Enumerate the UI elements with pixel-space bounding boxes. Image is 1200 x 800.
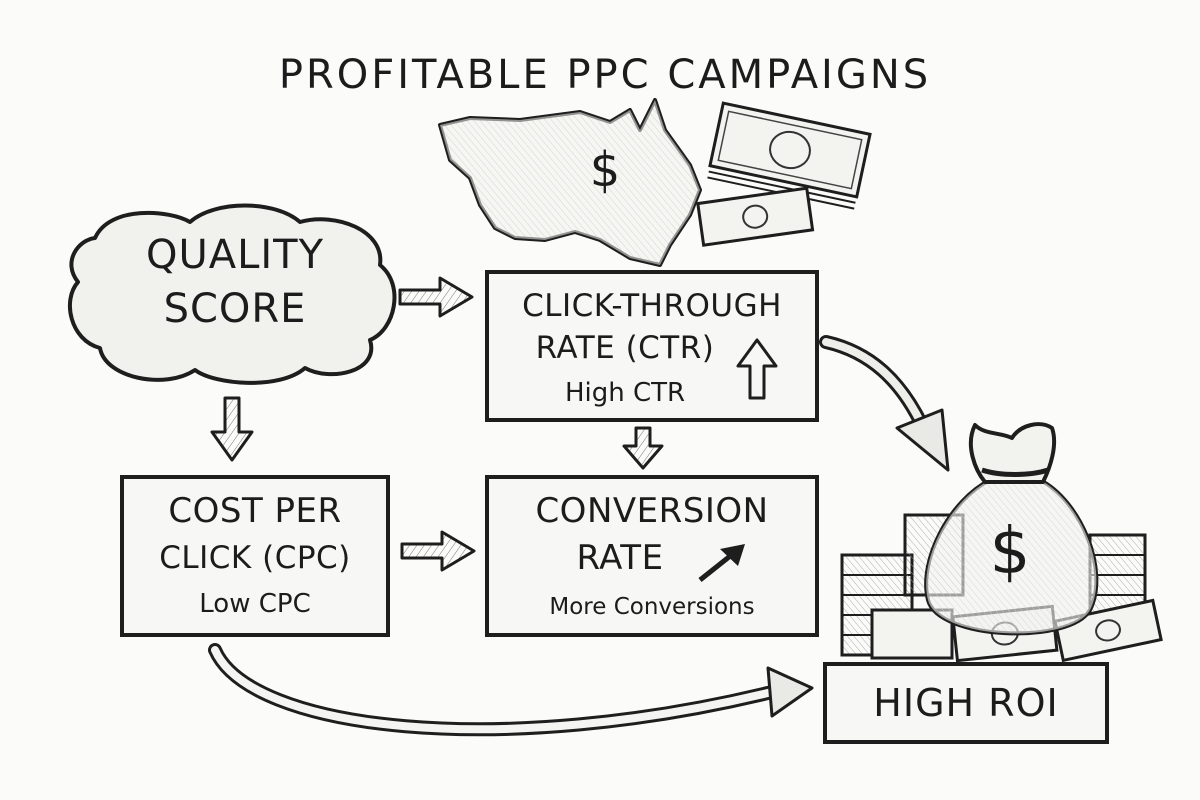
cash-stack-icon <box>696 101 872 247</box>
conversion-label-line1: CONVERSION <box>535 491 769 531</box>
arrow-cpc-to-roi <box>208 643 814 737</box>
quality-score-label-line2: SCORE <box>163 286 307 332</box>
cpc-label-line2: CLICK (CPC) <box>159 540 351 576</box>
conversion-label-line2: RATE <box>576 538 664 578</box>
cpc-label-line1: COST PER <box>168 491 342 531</box>
ctr-label-line1: CLICK-THROUGH <box>522 288 782 324</box>
arrow-quality-to-cpc <box>210 396 254 462</box>
arrow-cpc-to-conversion <box>400 530 476 572</box>
australia-map-icon <box>438 98 702 267</box>
quality-score-label-line1: QUALITY <box>145 232 325 278</box>
arrow-up-icon <box>736 338 778 400</box>
conversion-box <box>485 475 819 637</box>
arrow-ctr-to-conversion <box>622 426 664 470</box>
diagram-title: PROFITABLE PPC CAMPAIGNS <box>278 52 932 98</box>
cpc-box <box>120 475 390 637</box>
roi-label: HIGH ROI <box>873 681 1059 725</box>
money-bag-icon <box>924 422 1099 636</box>
map-dollar-symbol: $ <box>589 142 621 198</box>
arrow-quality-to-ctr <box>398 276 474 318</box>
ctr-sub-label: High CTR <box>564 378 686 408</box>
conversion-sub-label: More Conversions <box>549 594 755 620</box>
arrow-ctr-to-roi <box>819 335 950 472</box>
arrow-up-right-icon <box>698 544 745 582</box>
ctr-label-line2: RATE (CTR) <box>535 330 715 366</box>
quality-score-cloud <box>68 203 397 385</box>
roi-box <box>823 662 1109 744</box>
bag-dollar-symbol: $ <box>989 515 1031 589</box>
cpc-sub-label: Low CPC <box>199 589 311 619</box>
